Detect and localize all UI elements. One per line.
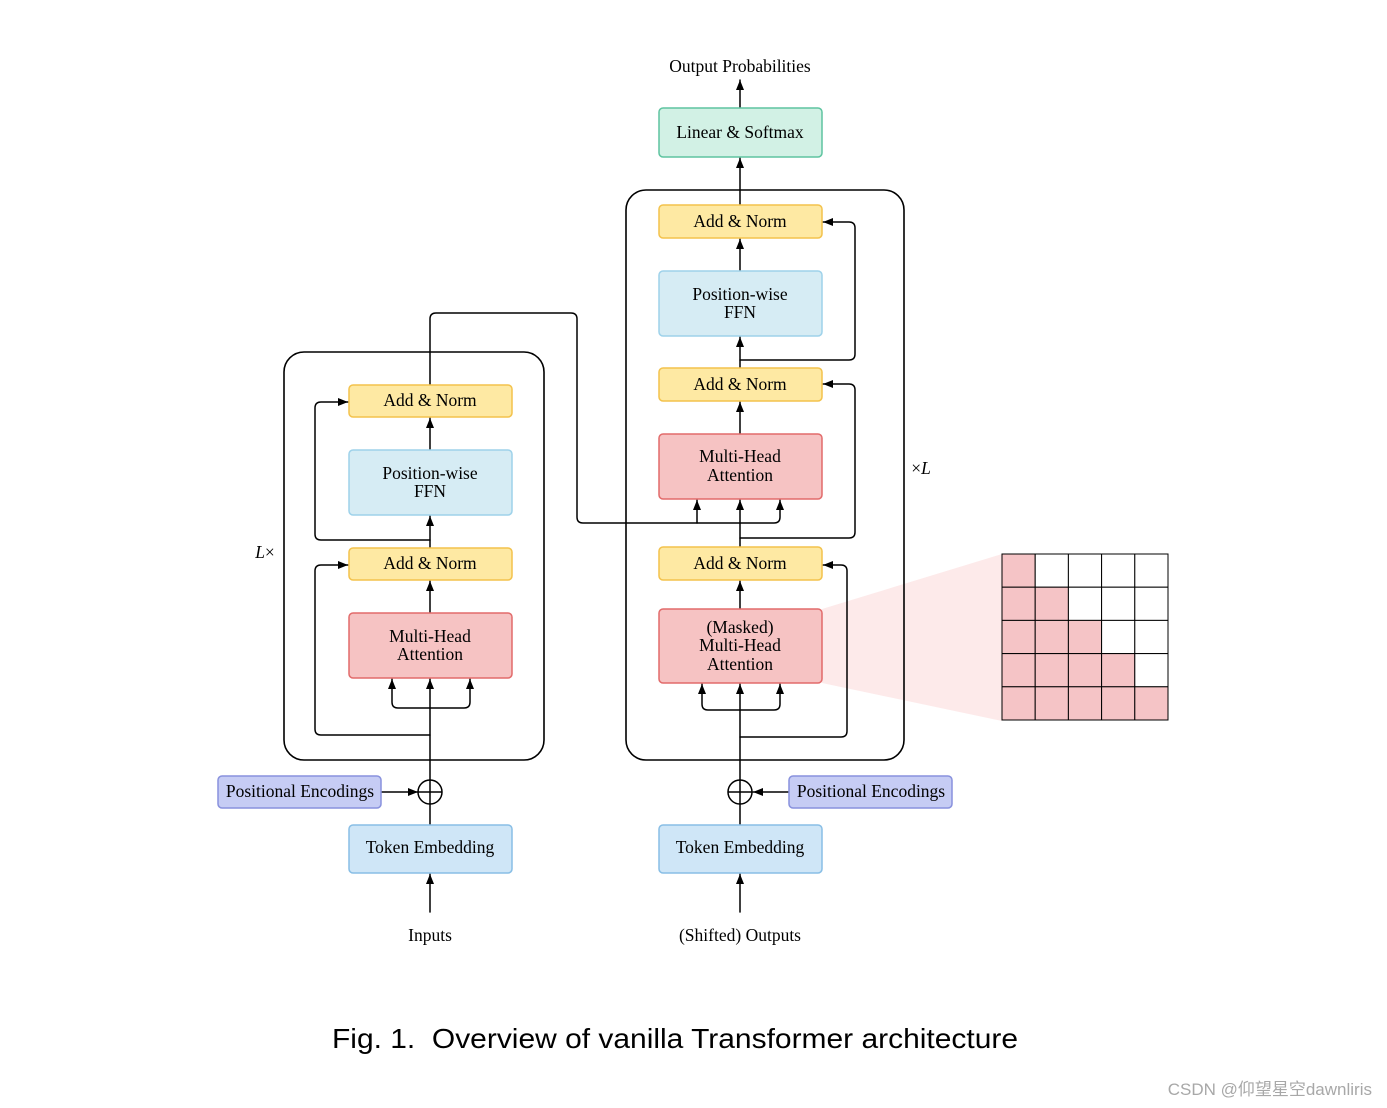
encoder-repeat-times: × — [265, 542, 275, 562]
encoder-add-norm-bottom-box — [348, 547, 513, 581]
decoder-repeat-label: ×L — [911, 458, 931, 478]
mask-cell-filled — [1001, 619, 1036, 655]
decoder-add-norm-mid-label: Add & Norm — [693, 374, 787, 394]
mask-cell-empty — [1101, 619, 1136, 655]
decoder-residual-cross — [739, 380, 856, 539]
encoder-output-to-decoder — [429, 312, 784, 524]
encoder-positional-encodings-label: Positional Encodings — [226, 781, 374, 801]
mask-cell-filled — [1034, 686, 1069, 721]
encoder-ffn-box — [348, 449, 513, 516]
mask-cell-filled — [1134, 686, 1169, 721]
decoder-ffn-box — [658, 270, 823, 337]
decoder-masked-attention-label-line1: (Masked) — [706, 617, 773, 637]
decoder-positional-encodings-box — [788, 775, 953, 809]
mask-cell-empty — [1067, 586, 1103, 621]
mask-cell-filled — [1101, 653, 1136, 688]
decoder-repeat-times: × — [911, 458, 921, 478]
mask-cell-empty — [1134, 553, 1169, 588]
mask-cell-filled — [1067, 686, 1103, 721]
decoder-cross-attention-box — [658, 433, 823, 500]
encoder-attention-label-line1: Multi-Head — [389, 626, 471, 646]
encoder-ffn-label-line1: Position-wise — [382, 463, 478, 483]
decoder-input-label: (Shifted) Outputs — [679, 925, 801, 945]
decoder-wires — [698, 79, 856, 913]
encoder-wires — [314, 312, 784, 913]
decoder-masked-split — [698, 683, 784, 711]
decoder-positional-encodings-label: Positional Encodings — [797, 781, 945, 801]
mask-cell-empty — [1134, 653, 1169, 688]
decoder-residual-ffn — [739, 218, 856, 361]
attention-mask-grid — [1001, 553, 1169, 721]
encoder-positional-encodings-box — [217, 775, 382, 809]
mask-cell-filled — [1067, 619, 1103, 655]
encoder-add-norm-top-box — [348, 384, 513, 418]
decoder-stack-frame — [625, 189, 905, 761]
decoder-linear-softmax-label: Linear & Softmax — [676, 122, 804, 142]
mask-cell-filled — [1034, 586, 1069, 621]
encoder-repeat-symbol: L — [254, 542, 265, 562]
decoder-output-label: Output Probabilities — [669, 56, 811, 76]
mask-projection-wedge — [822, 554, 1002, 721]
decoder-add-norm-top-label: Add & Norm — [693, 211, 787, 231]
mask-cell-empty — [1067, 553, 1103, 588]
decoder-cross-attention-label-line1: Multi-Head — [699, 446, 781, 466]
encoder-residual-ffn — [314, 398, 431, 541]
mask-cell-filled — [1001, 553, 1036, 588]
encoder-add-operator-icon — [417, 779, 443, 805]
encoder-repeat-label: L× — [254, 542, 275, 562]
mask-cell-empty — [1134, 586, 1169, 621]
decoder-add-norm-bottom-label: Add & Norm — [693, 553, 787, 573]
decoder-cross-attention-label-line2: Attention — [707, 465, 773, 485]
encoder-attention-split — [388, 678, 474, 709]
decoder-linear-softmax-box — [658, 107, 823, 158]
encoder-input-label: Inputs — [408, 925, 452, 945]
decoder-token-embedding-box — [658, 824, 823, 874]
mask-cell-empty — [1134, 619, 1169, 655]
encoder-residual-attention — [314, 561, 431, 736]
mask-cell-filled — [1101, 686, 1136, 721]
encoder-attention-box — [348, 612, 513, 679]
mask-cell-empty — [1101, 586, 1136, 621]
decoder-add-norm-bottom-box — [658, 546, 823, 581]
encoder-ffn-label-line2: FFN — [414, 481, 446, 501]
encoder-token-embedding-label: Token Embedding — [366, 837, 495, 857]
mask-cell-filled — [1034, 653, 1069, 688]
encoder-add-norm-top-label: Add & Norm — [383, 390, 477, 410]
mask-cell-empty — [1101, 553, 1136, 588]
figure-caption: Fig. 1. Overview of vanilla Transformer … — [332, 1023, 1018, 1054]
decoder-residual-masked — [739, 561, 848, 738]
mask-cell-empty — [1034, 553, 1069, 588]
decoder-ffn-label-line2: FFN — [724, 302, 756, 322]
mask-cell-filled — [1034, 619, 1069, 655]
mask-cell-filled — [1001, 586, 1036, 621]
encoder-add-norm-bottom-label: Add & Norm — [383, 553, 477, 573]
mask-cell-filled — [1067, 653, 1103, 688]
decoder-repeat-symbol: L — [920, 458, 931, 478]
decoder-add-norm-top-box — [658, 204, 823, 239]
decoder-add-operator-icon — [727, 779, 753, 805]
watermark: CSDN @仰望星空dawnliris — [1168, 1080, 1372, 1099]
decoder-masked-attention-box — [658, 608, 823, 684]
decoder-ffn-label-line1: Position-wise — [692, 284, 788, 304]
encoder-stack-frame — [283, 351, 545, 761]
decoder-token-embedding-label: Token Embedding — [676, 837, 805, 857]
mask-cell-filled — [1001, 653, 1036, 688]
encoder-token-embedding-box — [348, 824, 513, 874]
decoder-masked-attention-label-line3: Attention — [707, 654, 773, 674]
decoder-masked-attention-label-line2: Multi-Head — [699, 635, 781, 655]
decoder-add-norm-mid-box — [658, 367, 823, 402]
encoder-attention-label-line2: Attention — [397, 644, 463, 664]
mask-cell-filled — [1001, 686, 1036, 721]
